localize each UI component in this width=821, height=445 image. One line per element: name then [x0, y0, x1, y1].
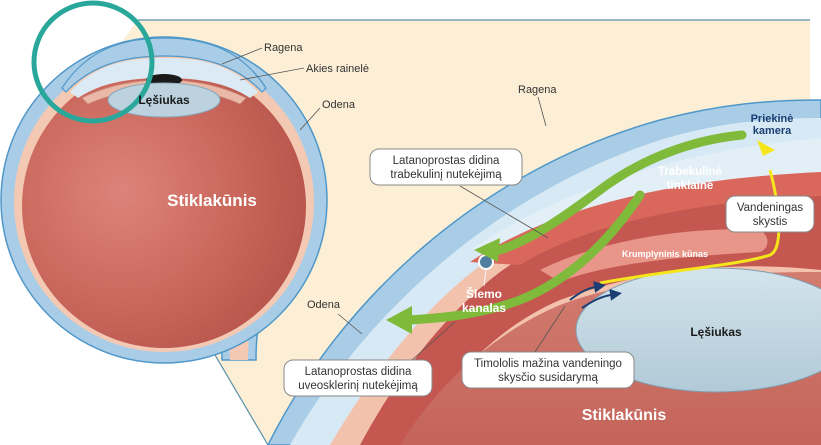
callout-latanoprostas-trabekulinis [369, 148, 523, 186]
detail-label-ragena: Ragena [518, 84, 557, 96]
detail-label-stiklakunis: Stiklakūnis [582, 407, 667, 424]
detail-label-trabekuline-2: tinklainė [667, 180, 714, 192]
overview-cornea [61, 37, 267, 93]
overview-label-akies-raineke: Akies rainelė [306, 63, 369, 75]
callout-latanoprostas-uveosklerinis-2: uveosklerinį nutekėjimą [298, 380, 418, 392]
leader-trabekulinis [459, 185, 549, 239]
magnifier-circle [31, 0, 155, 124]
detail-label-priekine-kamera-1: Priekinė [751, 113, 794, 125]
leader-detail-odena [337, 313, 363, 335]
overview-eye [0, 36, 328, 364]
box-vandeningas [725, 195, 815, 233]
leader-detail-ragena [537, 96, 547, 127]
callout-latanoprostas-trabekulinis-1: Latanoprostas didina [393, 155, 500, 167]
leader-akies-raineke [239, 67, 305, 81]
leader-odena [299, 107, 321, 131]
callout-latanoprostas-uveosklerinis [283, 359, 433, 397]
callout-timololis-1: Timololis mažina vandeningo [474, 358, 622, 370]
detail-label-odena: Odena [307, 299, 341, 311]
leader-uveosklerinis [411, 321, 456, 361]
box-vandeningas-line2: skystis [753, 216, 788, 228]
detail-label-priekine-kamera-2: kamera [753, 125, 792, 137]
overview-label-lesiukas: Lęšiukas [138, 93, 190, 107]
leader-ragena [221, 47, 263, 65]
detail-label-trabekuline-1: Trabekulinė [658, 166, 722, 178]
callout-timololis [461, 351, 635, 389]
box-vandeningas-line1: Vandeningas [737, 202, 804, 214]
callout-latanoprostas-trabekulinis-2: trabekulinį nutekėjimą [390, 169, 502, 181]
overview-label-stiklakunis: Stiklakūnis [167, 191, 257, 210]
detail-label-slemo-1: Šlemo [466, 286, 502, 301]
overview-lens [107, 82, 221, 118]
overview-label-ragena: Ragena [264, 42, 303, 54]
overview-vitreous [22, 64, 306, 348]
overview-label-odena: Odena [322, 99, 356, 111]
detail-label-slemo-2: kanalas [462, 301, 506, 315]
detail-lens [575, 267, 821, 393]
callout-latanoprostas-uveosklerinis-1: Latanoprostas didina [305, 366, 412, 378]
timolol-arrow-2 [581, 288, 622, 309]
leader-timololis [534, 305, 566, 353]
green-arrow-uveoscleral [405, 190, 645, 325]
detail-label-krumplyninis: Krumplyninis kūnas [622, 249, 708, 259]
detail-ciliary-process [540, 229, 768, 282]
detail-label-lesiukas: Lęšiukas [690, 325, 742, 339]
callout-timololis-2: skysčio susidarymą [498, 372, 598, 384]
leader-slemo [483, 269, 487, 287]
timolol-arrow-1 [569, 281, 606, 301]
detail-trabecular-mesh [470, 172, 821, 265]
green-arrow-trabecular [495, 130, 747, 255]
